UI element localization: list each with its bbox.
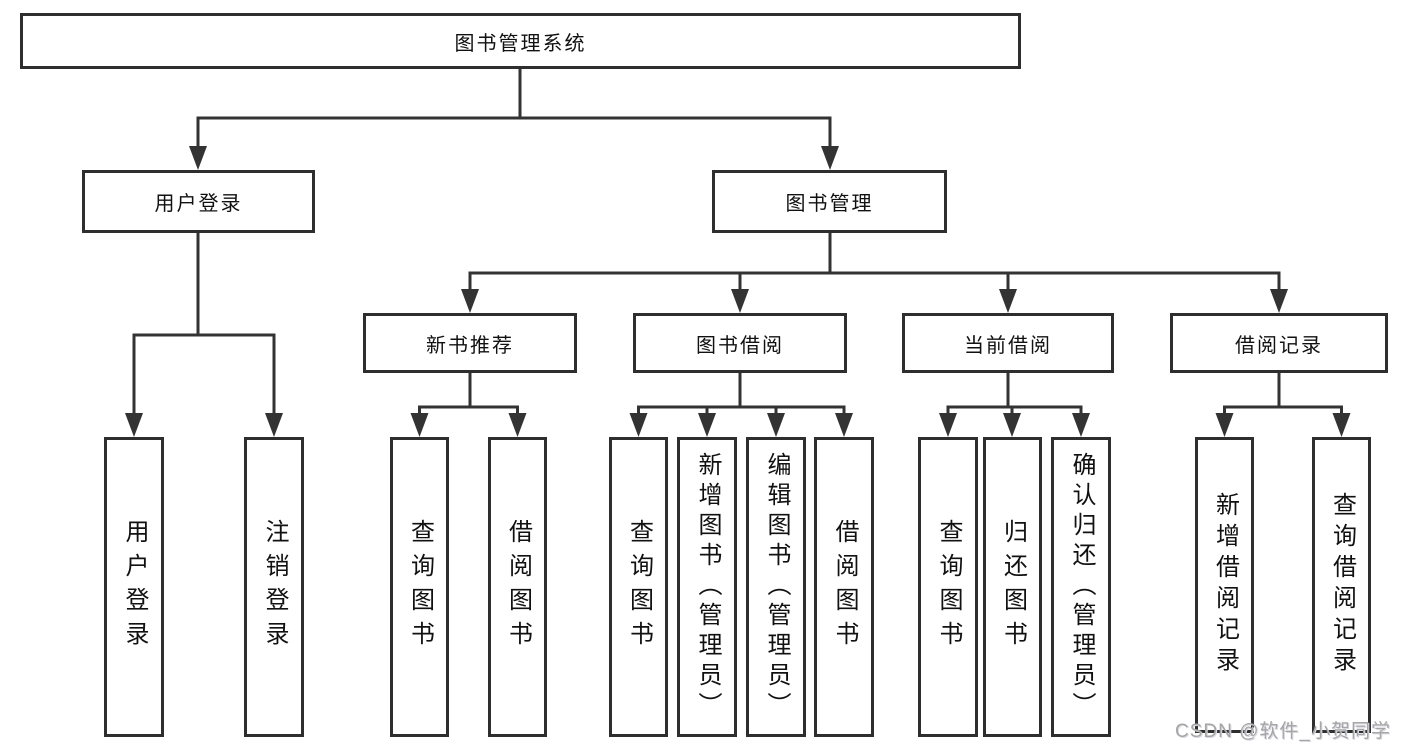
- connector-user-login-children: [125, 233, 283, 437]
- node-new-book-recommend: 新书推荐: [363, 313, 577, 373]
- node-book-borrow: 图书借阅: [633, 313, 847, 373]
- connector-book-mgmt-sections: [461, 233, 1288, 313]
- connector-book-borrow-children: [629, 373, 853, 437]
- leaf-return-book-label: 归还图书: [999, 519, 1027, 655]
- node-current-borrow: 当前借阅: [902, 313, 1114, 373]
- node-borrow-record-label: 借阅记录: [1235, 334, 1323, 357]
- leaf-query-book-borrow: 查询图书: [609, 437, 668, 737]
- node-user-login: 用户登录: [82, 170, 315, 233]
- node-book-management: 图书管理: [712, 170, 947, 233]
- node-borrow-record: 借阅记录: [1170, 313, 1388, 373]
- leaf-add-book-admin-label: 新增图书（管理员）: [694, 452, 721, 722]
- connector-borrow-record-children: [1215, 373, 1351, 437]
- node-user-login-label: 用户登录: [154, 193, 243, 215]
- leaf-add-book-admin: 新增图书（管理员）: [677, 437, 737, 737]
- node-current-borrow-label: 当前借阅: [964, 334, 1052, 357]
- node-book-borrow-label: 图书借阅: [696, 334, 784, 357]
- watermark: CSDN @软件_小贺同学: [1175, 721, 1391, 742]
- leaf-query-book-recommend-label: 查询图书: [406, 519, 434, 655]
- leaf-query-borrow-record-label: 查询借阅记录: [1328, 492, 1356, 678]
- leaf-borrow-book-recommend: 借阅图书: [488, 437, 547, 737]
- leaf-edit-book-admin-label: 编辑图书（管理员）: [763, 452, 790, 722]
- leaf-add-borrow-record-label: 新增借阅记录: [1211, 492, 1239, 678]
- leaf-borrow-book-recommend-label: 借阅图书: [504, 519, 532, 655]
- leaf-query-book-borrow-label: 查询图书: [625, 519, 653, 655]
- connector-root-to-level1: [189, 69, 839, 170]
- leaf-borrow-book: 借阅图书: [814, 437, 874, 737]
- leaf-return-book: 归还图书: [983, 437, 1042, 737]
- leaf-user-login-label: 用户登录: [121, 519, 148, 655]
- leaf-add-borrow-record: 新增借阅记录: [1195, 437, 1254, 733]
- node-root-system-label: 图书管理系统: [454, 32, 587, 55]
- leaf-edit-book-admin: 编辑图书（管理员）: [746, 437, 806, 737]
- leaf-logout: 注销登录: [244, 437, 304, 737]
- leaf-logout-label: 注销登录: [261, 519, 288, 655]
- node-new-book-recommend-label: 新书推荐: [426, 334, 514, 357]
- connector-current-borrow-children: [939, 373, 1090, 437]
- connector-new-book-rec-children: [410, 373, 527, 437]
- node-book-management-label: 图书管理: [785, 193, 874, 215]
- leaf-confirm-return-admin: 确认归还（管理员）: [1051, 437, 1111, 737]
- leaf-user-login: 用户登录: [104, 437, 164, 737]
- leaf-query-book-recommend: 查询图书: [390, 437, 449, 737]
- node-root-system: 图书管理系统: [20, 13, 1021, 69]
- leaf-query-book-current-label: 查询图书: [935, 519, 962, 655]
- leaf-confirm-return-admin-label: 确认归还（管理员）: [1068, 452, 1095, 722]
- leaf-query-borrow-record: 查询借阅记录: [1312, 437, 1371, 733]
- leaf-borrow-book-label: 借阅图书: [831, 519, 858, 655]
- leaf-query-book-current: 查询图书: [918, 437, 978, 737]
